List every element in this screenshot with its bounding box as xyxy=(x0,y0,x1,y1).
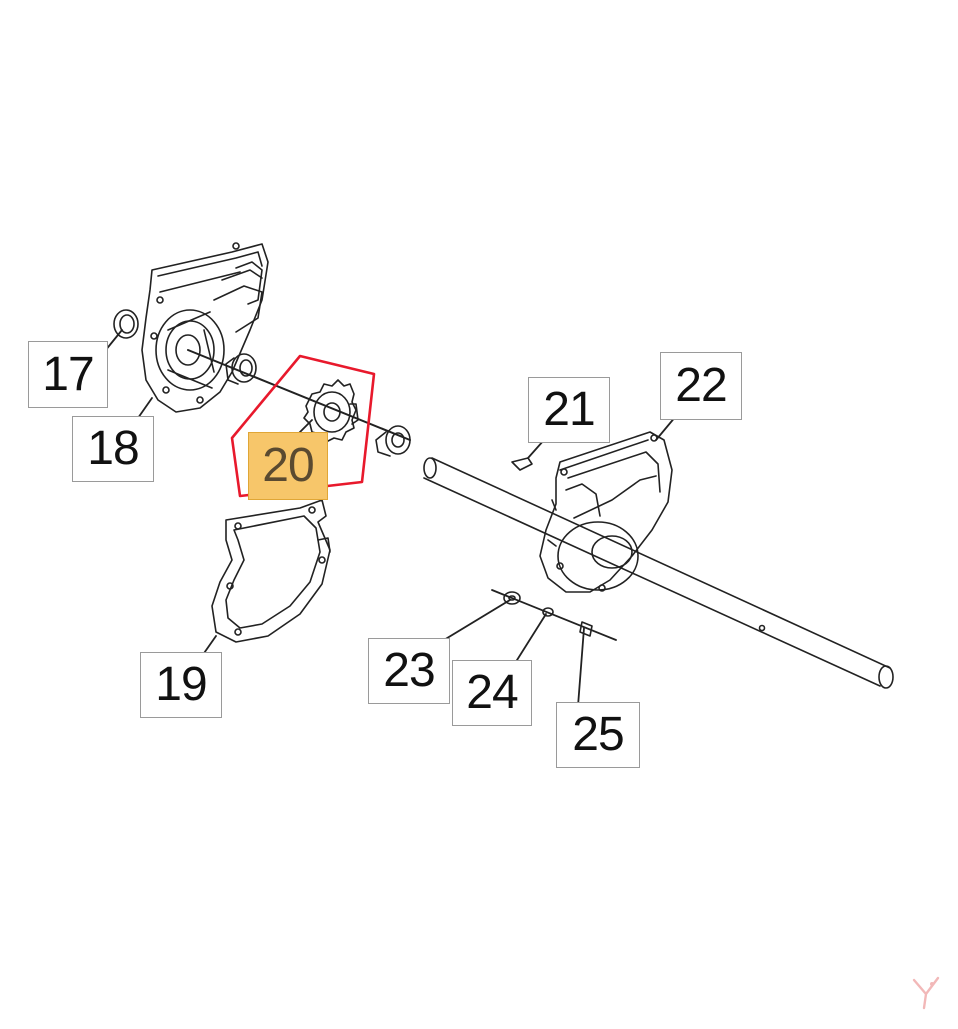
part-label-18[interactable]: 18 xyxy=(72,416,154,482)
part-label-25[interactable]: 25 xyxy=(556,702,640,768)
auger-shaft xyxy=(423,457,894,689)
part-21-key xyxy=(511,457,533,471)
part-label-17[interactable]: 17 xyxy=(28,341,108,408)
part-20-gear xyxy=(303,379,359,443)
parts-23-25-fastener-set xyxy=(491,589,617,641)
part-label-21[interactable]: 21 xyxy=(528,377,610,443)
part-19-gasket xyxy=(211,499,331,643)
part-label-24[interactable]: 24 xyxy=(452,660,532,726)
part-label-19[interactable]: 19 xyxy=(140,652,222,718)
leader-25 xyxy=(577,627,585,707)
part-label-22[interactable]: 22 xyxy=(660,352,742,420)
bushing xyxy=(375,425,411,457)
part-22-gearbox-housing xyxy=(539,431,673,593)
part-18-gear-housing xyxy=(141,242,269,413)
bearing xyxy=(225,353,257,385)
leader-22 xyxy=(655,415,677,441)
part-label-20[interactable]: 20 xyxy=(248,432,328,500)
part-label-23[interactable]: 23 xyxy=(368,638,450,704)
leader-18 xyxy=(137,397,153,419)
watermark-logo-icon xyxy=(912,976,940,1010)
leader-24 xyxy=(511,613,547,669)
part-17-seal-ring xyxy=(113,309,139,339)
leader-21 xyxy=(527,439,545,459)
